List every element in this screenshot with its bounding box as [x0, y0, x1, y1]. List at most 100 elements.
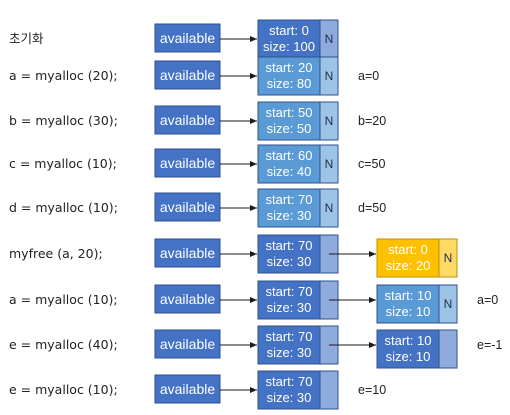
step-row: b = myalloc (30); available start: 50size:… — [9, 101, 386, 141]
step-row: a = myalloc (20); available start: 20size:… — [9, 56, 379, 96]
first-size-text: size: 30 — [267, 390, 312, 405]
first-null-marker: N — [325, 32, 334, 46]
second-next-pointer-cell — [438, 284, 458, 324]
available-head-node — [154, 148, 221, 178]
available-head-node — [154, 105, 221, 135]
first-next-pointer-cell — [319, 56, 339, 96]
available-label: available — [160, 381, 215, 397]
first-next-pointer-cell — [319, 144, 339, 184]
operation-label: c = myalloc (10); — [9, 156, 117, 171]
first-null-marker: N — [325, 69, 334, 83]
available-head-node — [154, 192, 221, 222]
second-block-body — [376, 284, 440, 324]
available-label: available — [160, 112, 215, 128]
second-next-pointer-cell — [438, 238, 458, 278]
result-value: a=0 — [358, 69, 379, 83]
result-value: e=-1 — [477, 338, 502, 352]
first-start-text: start: 70 — [266, 192, 313, 207]
available-label: available — [160, 291, 215, 307]
first-size-text: size: 30 — [267, 254, 312, 269]
result-value: b=20 — [358, 114, 386, 128]
first-block-body — [257, 188, 321, 228]
first-null-marker: N — [325, 114, 334, 128]
available-label: available — [160, 155, 215, 171]
first-start-text: start: 70 — [266, 284, 313, 299]
first-block-body — [257, 234, 321, 274]
second-start-text: start: 10 — [385, 288, 432, 303]
first-size-text: size: 30 — [267, 345, 312, 360]
result-value: c=50 — [358, 157, 386, 171]
first-start-text: start: 70 — [266, 374, 313, 389]
first-size-text: size: 100 — [263, 39, 315, 54]
available-label: available — [160, 336, 215, 352]
first-start-text: start: 0 — [269, 23, 309, 38]
second-null-marker: N — [444, 297, 453, 311]
operation-label: d = myalloc (10); — [9, 200, 118, 215]
first-null-marker: N — [325, 201, 334, 215]
first-block-body — [257, 280, 321, 320]
first-size-text: size: 80 — [267, 76, 312, 91]
second-block-body — [376, 238, 440, 278]
operation-label: b = myalloc (30); — [9, 113, 118, 128]
first-start-text: start: 60 — [266, 148, 313, 163]
available-label: available — [160, 30, 215, 46]
first-start-text: start: 20 — [266, 60, 313, 75]
first-block-body — [257, 325, 321, 365]
operation-label: myfree (a, 20); — [9, 246, 103, 261]
second-null-marker: N — [444, 251, 453, 265]
result-value: d=50 — [358, 201, 386, 215]
second-size-text: size: 10 — [386, 304, 431, 319]
available-label: available — [160, 199, 215, 215]
operation-label: e = myalloc (40); — [9, 337, 118, 352]
first-block-body — [257, 19, 321, 59]
available-label: available — [160, 245, 215, 261]
first-start-text: start: 70 — [266, 329, 313, 344]
step-row: c = myalloc (10); available start: 60size:… — [9, 144, 386, 184]
first-next-pointer-cell — [319, 370, 339, 410]
first-null-marker: N — [325, 157, 334, 171]
available-label: available — [160, 67, 215, 83]
second-start-text: start: 0 — [388, 242, 428, 257]
first-start-text: start: 50 — [266, 105, 313, 120]
operation-label: a = myalloc (10); — [9, 292, 118, 307]
step-row: e = myalloc (10); available start: 70size:… — [9, 370, 386, 410]
first-size-text: size: 30 — [267, 208, 312, 223]
first-size-text: size: 40 — [267, 164, 312, 179]
second-start-text: start: 10 — [385, 333, 432, 348]
available-head-node — [154, 238, 221, 268]
operation-label: a = myalloc (20); — [9, 68, 118, 83]
available-head-node — [154, 284, 221, 314]
first-start-text: start: 70 — [266, 238, 313, 253]
operation-label: e = myalloc (10); — [9, 382, 118, 397]
second-size-text: size: 10 — [386, 349, 431, 364]
result-value: a=0 — [477, 293, 498, 307]
available-head-node — [154, 23, 221, 53]
result-value: e=10 — [358, 383, 386, 397]
step-row: d = myalloc (10); available start: 70size:… — [9, 188, 386, 228]
available-head-node — [154, 60, 221, 90]
second-next-pointer-cell — [438, 329, 458, 369]
available-head-node — [154, 329, 221, 359]
second-size-text: size: 20 — [386, 258, 431, 273]
first-next-pointer-cell — [319, 101, 339, 141]
operation-label: 초기화 — [9, 31, 44, 46]
first-block-body — [257, 101, 321, 141]
first-block-body — [257, 370, 321, 410]
